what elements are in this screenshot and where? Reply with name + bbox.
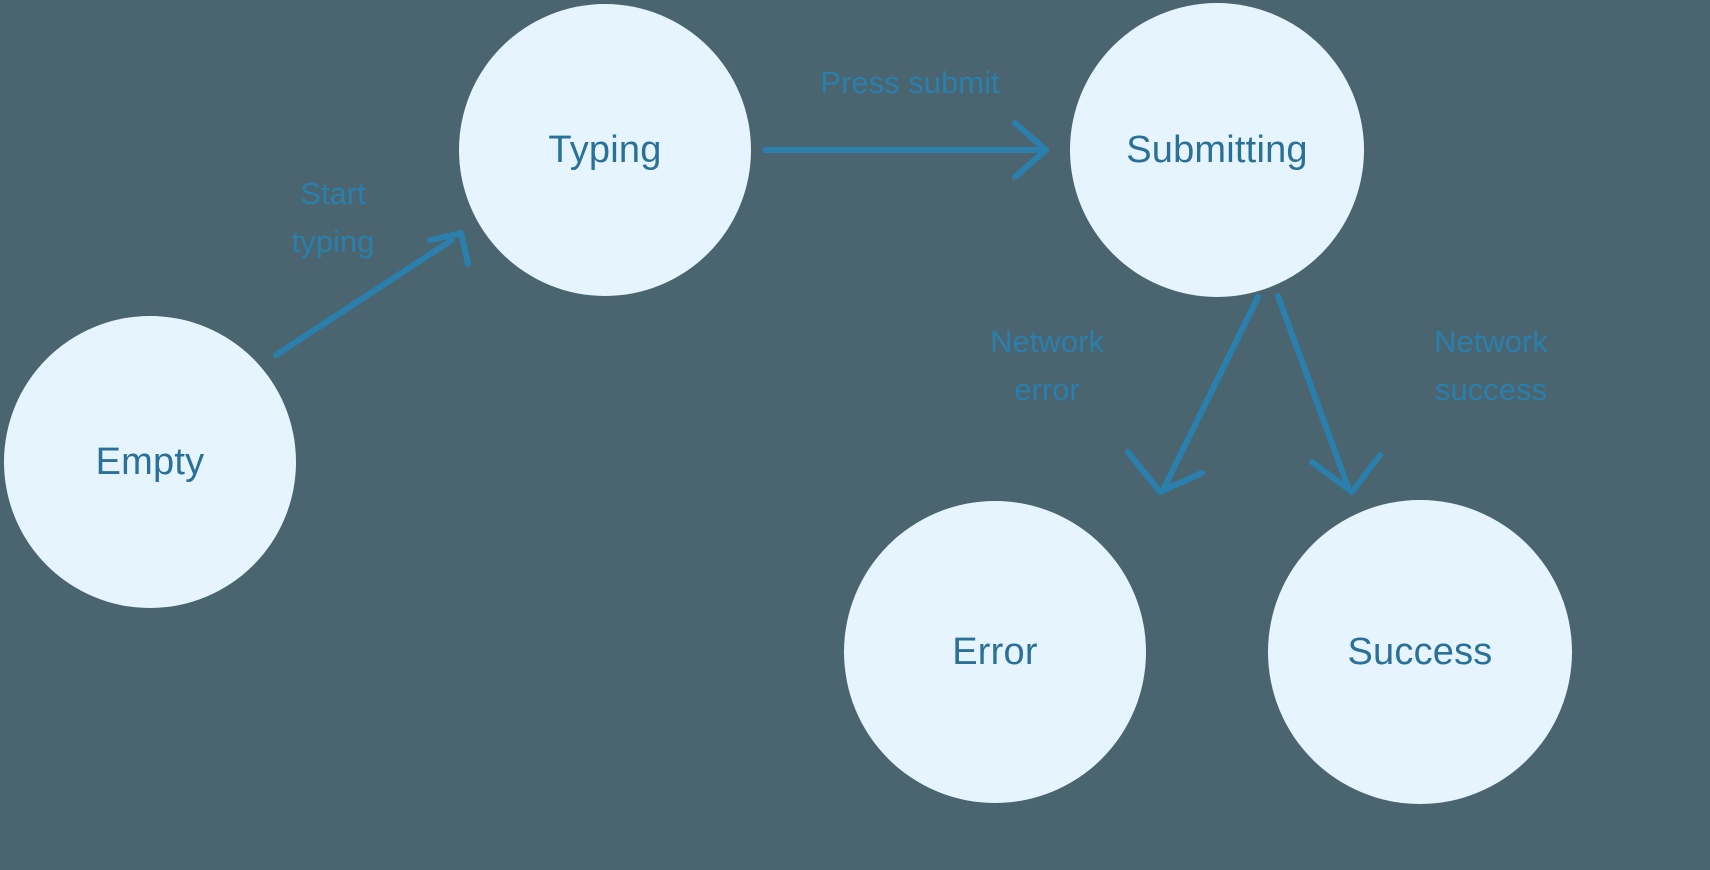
state-node-empty[interactable]: Empty bbox=[4, 316, 296, 608]
state-node-success[interactable]: Success bbox=[1268, 500, 1572, 804]
state-node-label: Submitting bbox=[1126, 129, 1308, 171]
state-node-typing[interactable]: Typing bbox=[459, 4, 751, 296]
state-node-label: Error bbox=[952, 631, 1038, 673]
state-node-label: Typing bbox=[548, 129, 662, 171]
arrowhead-icon bbox=[1309, 452, 1383, 495]
state-node-label: Empty bbox=[95, 441, 205, 483]
edge-label-press-submit: Press submit bbox=[820, 65, 1000, 100]
state-node-label: Success bbox=[1347, 631, 1493, 673]
edge-submitting-to-success bbox=[1275, 293, 1383, 495]
edge-line bbox=[1275, 293, 1351, 490]
edge-typing-to-submitting bbox=[762, 120, 1049, 180]
arrowhead-icon bbox=[426, 230, 472, 268]
state-node-error[interactable]: Error bbox=[844, 501, 1146, 803]
edge-submitting-to-error bbox=[1125, 294, 1261, 495]
edge-line bbox=[1161, 294, 1261, 491]
arrowhead-icon bbox=[1012, 120, 1049, 180]
edge-line bbox=[273, 237, 455, 358]
arrowhead-icon bbox=[1125, 449, 1205, 495]
edge-label-network-error: Network error bbox=[990, 324, 1104, 408]
edge-label-network-success: Network success bbox=[1434, 324, 1548, 408]
edge-label-start-typing: Start typing bbox=[291, 176, 375, 260]
edge-empty-to-typing bbox=[273, 230, 472, 358]
state-node-submitting[interactable]: Submitting bbox=[1070, 3, 1364, 297]
